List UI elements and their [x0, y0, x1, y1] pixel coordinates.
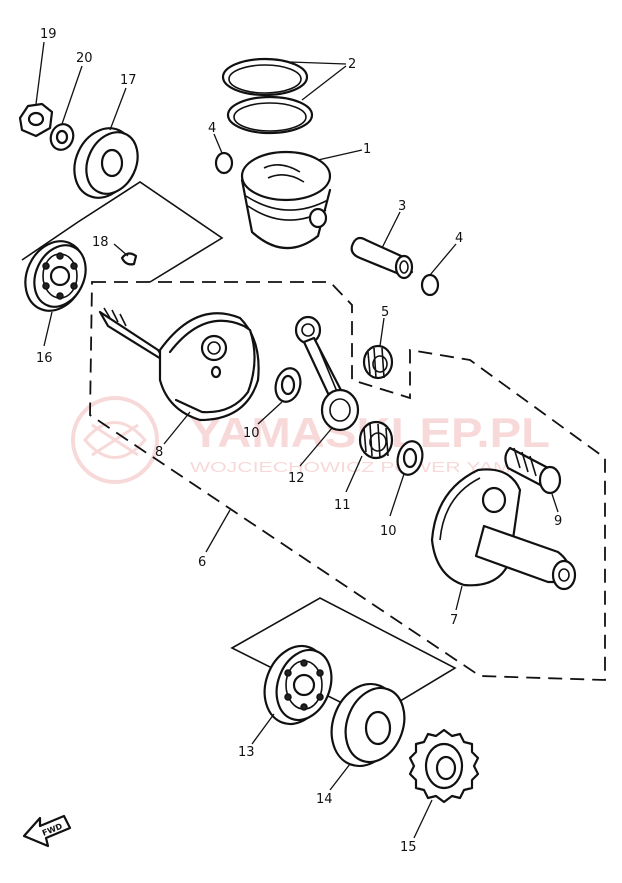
callout-20: 20	[76, 51, 93, 66]
callout-14: 14	[316, 792, 333, 807]
connecting-rod-part-12	[294, 315, 360, 432]
callout-7: 7	[450, 613, 458, 628]
callout-16: 16	[36, 351, 53, 366]
crank-washer-part-10-left	[274, 367, 302, 403]
callout-17: 17	[120, 73, 137, 88]
bearing-part-13	[263, 644, 333, 726]
callout-13: 13	[238, 745, 255, 760]
left-bearing-frame	[21, 181, 224, 283]
drive-gear-part-15	[408, 728, 480, 804]
callout-11: 11	[334, 498, 351, 513]
piston-rings-part-2	[221, 57, 314, 135]
callout-10-left: 10	[243, 426, 260, 441]
crank-half-right-part-7	[430, 468, 577, 591]
callouts: 19 20 17 2 4 1 3 4 18 16 5 8 10 12 11 10…	[36, 27, 562, 855]
callout-2: 2	[348, 57, 356, 72]
piston-part-1	[240, 150, 332, 250]
oil-seal-part-14	[330, 682, 406, 768]
callout-3: 3	[398, 199, 406, 214]
callout-12: 12	[288, 471, 305, 486]
crank-half-left-part-8	[98, 307, 260, 422]
callout-19: 19	[40, 27, 57, 42]
crank-washer-part-10-right	[396, 440, 424, 476]
washer-part-20	[49, 123, 75, 151]
crank-assembly-dashed-outline	[89, 281, 606, 681]
callout-4-lower: 4	[455, 231, 463, 246]
callout-5: 5	[381, 305, 389, 320]
callout-8: 8	[155, 445, 163, 460]
callout-1: 1	[363, 142, 371, 157]
callout-10-right: 10	[380, 524, 397, 539]
needle-bearing-part-5	[362, 344, 394, 380]
callout-4-upper: 4	[208, 121, 216, 136]
oil-seal-part-17	[73, 127, 139, 199]
crank-pin-part-9	[504, 446, 562, 495]
callout-9: 9	[554, 514, 562, 529]
piston-pin-part-3	[350, 236, 414, 280]
nut-part-19	[18, 102, 54, 138]
circlip-part-4-lower	[420, 273, 440, 297]
woodruff-key-part-18	[120, 252, 138, 266]
callout-18: 18	[92, 235, 109, 250]
needle-bearing-part-11	[358, 420, 394, 460]
callout-15: 15	[400, 840, 417, 855]
callout-6: 6	[198, 555, 206, 570]
forward-direction-arrow: FWD	[22, 814, 72, 848]
watermark-logo	[71, 396, 159, 484]
circlip-part-4-upper	[214, 151, 234, 175]
bearing-part-16	[24, 240, 87, 312]
leader-lines	[35, 41, 559, 839]
